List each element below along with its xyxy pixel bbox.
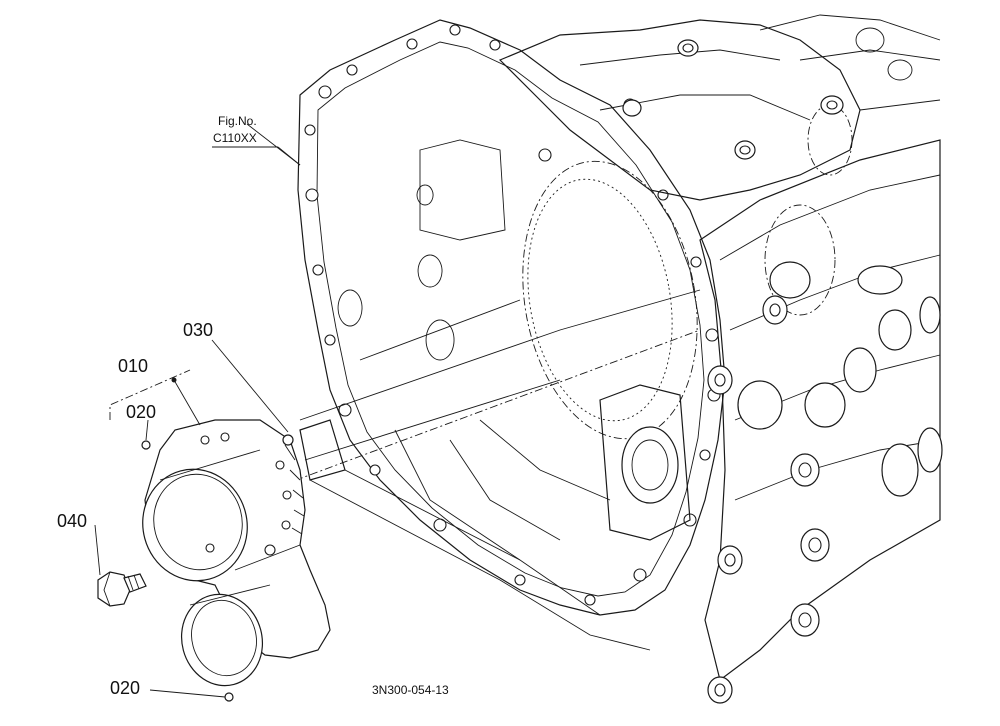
figure-number-value: C110XX xyxy=(213,131,257,145)
pin-020-top xyxy=(141,440,151,450)
assembly-axis-line xyxy=(174,329,701,526)
callout-010: 010 xyxy=(118,356,148,376)
callout-020-top: 020 xyxy=(126,402,156,422)
pin-020-bottom xyxy=(224,692,234,702)
drawing-code: 3N300-054-13 xyxy=(372,683,449,697)
figure-number-label: Fig.No. xyxy=(218,114,257,128)
callout-040: 040 xyxy=(57,511,87,531)
transmission-case xyxy=(297,14,943,704)
bolt-part-040 xyxy=(97,571,147,607)
callout-020-bottom: 020 xyxy=(110,678,140,698)
bearing-holder-part xyxy=(142,419,331,687)
o-ring-part-030 xyxy=(282,434,294,446)
callout-030: 030 xyxy=(183,320,213,340)
